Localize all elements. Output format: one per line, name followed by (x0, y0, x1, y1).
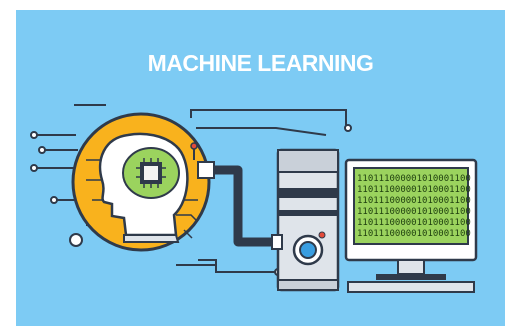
screen-line: 110111000001010001100 (357, 229, 471, 239)
screen-line: 110111000001010001100 (357, 174, 471, 184)
binary-code-text: 110111000001010001100 110111000001010001… (357, 174, 471, 239)
monitor-icon: 110111000001010001100 110111000001010001… (344, 158, 478, 293)
computer-tower-icon (271, 148, 340, 292)
human-head-icon (71, 112, 215, 252)
screen-line: 110111000001010001100 (357, 207, 471, 217)
screen-line: 110111000001010001100 (357, 196, 471, 206)
illustration: 110111000001010001100 110111000001010001… (30, 104, 478, 293)
banner: MACHINE LEARNING (16, 10, 505, 326)
circuit-lines-icon (36, 104, 347, 273)
cable-icon (214, 165, 278, 247)
circuit-brain-icon (122, 147, 180, 199)
page-title: MACHINE LEARNING (147, 50, 374, 76)
screen-line: 110111000001010001100 (357, 218, 471, 228)
screen-line: 110111000001010001100 (357, 185, 471, 195)
